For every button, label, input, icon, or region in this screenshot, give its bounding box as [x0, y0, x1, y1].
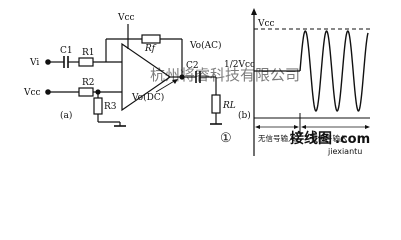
r3-label: R3 — [104, 102, 117, 112]
rf-label: Rf — [144, 44, 157, 54]
c1-label: C1 — [60, 46, 73, 56]
circuit-labels: Vcc Rf C1 R1 Vi R2 Vcc R3 C2 Vo(AC) Vo(D… — [23, 13, 236, 146]
r1-label: R1 — [82, 48, 95, 58]
output-sine-wave — [299, 30, 369, 112]
waveform-diagram — [251, 8, 370, 156]
rl-label: RL — [222, 101, 236, 111]
figure-number-label: ① — [220, 131, 232, 146]
watermark-logo-text: 接线图 — [290, 130, 332, 147]
panel-a-label: (a) — [60, 110, 72, 121]
vi-terminal — [45, 59, 51, 65]
no-signal-arrow-right — [294, 125, 299, 129]
panel-b-label: (b) — [238, 110, 251, 121]
vo-dc-label: Vo(DC) — [131, 92, 164, 103]
watermark-company-text: 杭州将睿科技有限公司 — [150, 66, 300, 84]
vcc-top-label: Vcc — [117, 13, 135, 23]
waveform-labels: Vcc 1/2Vcc (b) 无信号输入 有信号输入 — [224, 19, 348, 143]
rl-resistor — [211, 94, 221, 114]
r1-resistor — [78, 57, 94, 67]
op-amp-symbol — [121, 42, 172, 112]
r2-label: R2 — [82, 78, 95, 88]
rf-resistor — [141, 34, 161, 44]
watermark-url-text: jiexiantu — [327, 147, 362, 156]
no-signal-label: 无信号输入 — [258, 133, 296, 143]
figure-canvas: Vcc Rf C1 R1 Vi R2 Vcc R3 C2 Vo(AC) Vo(D… — [23, 8, 370, 156]
vo-dc-arrow-line — [155, 79, 177, 93]
vcc-left-label: Vcc — [23, 88, 41, 98]
waveform-y-arrow — [251, 8, 257, 15]
half-vcc-label: 1/2Vcc — [224, 60, 255, 70]
with-signal-label: 有信号输入 — [310, 133, 348, 143]
no-signal-arrow-left — [255, 125, 260, 129]
with-signal-arrow-left — [301, 125, 306, 129]
watermark-logo-domain: .com — [335, 132, 370, 147]
c2-label: C2 — [186, 61, 199, 71]
with-signal-arrow-right — [365, 125, 370, 129]
r3-resistor — [93, 97, 103, 115]
vo-ac-label: Vo(AC) — [189, 40, 222, 51]
vo-dc-arrow-head — [172, 79, 178, 84]
vcc-left-terminal — [45, 89, 51, 95]
circuit-diagram — [45, 24, 222, 127]
r2-resistor — [78, 87, 94, 97]
watermarks: 杭州将睿科技有限公司 接线图 .com jiexiantu — [150, 66, 370, 156]
vcc-level-label: Vcc — [257, 19, 275, 29]
vi-label: Vi — [29, 58, 39, 68]
